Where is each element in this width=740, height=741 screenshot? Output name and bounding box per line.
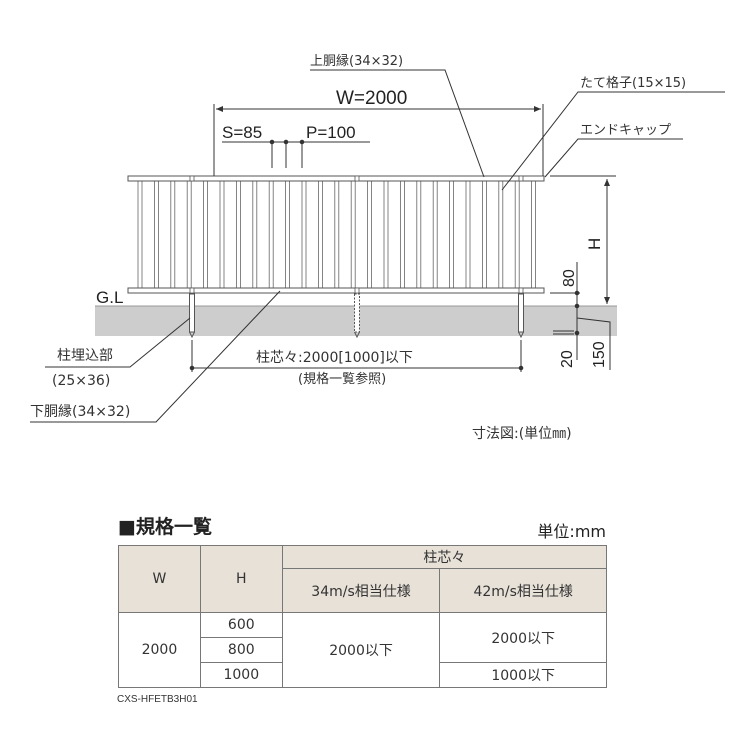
baluster [514,180,520,289]
cell-34ms: 2000以下 [281,612,441,688]
header-post-pitch: 柱芯々 [281,545,608,569]
spec-title: ■規格一覧 [118,516,212,538]
baluster [219,180,225,289]
post-embed-size: (25×36) [52,373,110,389]
baluster [432,180,438,289]
post [189,175,195,339]
balusters [137,180,536,289]
baluster [416,180,422,289]
cell-42ms: 2000以下 [439,612,607,663]
baluster [367,180,373,289]
baluster [186,180,192,289]
spacing-markers [222,139,370,168]
baluster [383,180,389,289]
post-pitch-label: 柱芯々:2000[1000]以下 [256,350,413,366]
bottom-rail-label: 下胴縁(34×32) [30,404,130,420]
spec-table: W H 柱芯々 34m/s相当仕様 42m/s相当仕様 2000 600 200… [118,545,608,688]
baluster [399,180,405,289]
dim-80: 80 [561,269,578,287]
cell-42ms: 1000以下 [439,662,607,688]
product-code: CXS-HFETB3H01 [117,694,198,705]
cell-h: 600 [199,612,283,638]
header-h: H [199,545,283,613]
baluster [170,180,176,289]
fence-dimension-drawing: W=2000 S=85 P=100 上胴縁(34×32) たて格子(15×15)… [30,53,725,442]
baluster [481,180,487,289]
post-embed-label: 柱埋込部 [57,348,113,364]
baluster [317,180,323,289]
baluster [268,180,274,289]
spec-unit: 単位:mm [537,522,606,541]
baluster-label: たて格子(15×15) [580,75,686,91]
baluster [137,180,143,289]
baluster [301,180,307,289]
top-rail-label: 上胴縁(34×32) [310,53,403,69]
header-42ms: 42m/s相当仕様 [439,568,607,613]
baluster [334,180,340,289]
spacing-label: S=85 [222,123,262,142]
dim-150: 150 [591,341,608,368]
baluster [465,180,471,289]
posts [189,175,524,339]
post [518,175,524,339]
baluster [350,180,356,289]
width-label: W=2000 [336,88,407,109]
height-dimension [550,175,616,370]
baluster [449,180,455,289]
top-rail [127,175,545,182]
baluster [153,180,159,289]
post-pitch-dimension [189,340,524,372]
post-pitch-ref: (規格一覧参照) [298,371,386,387]
header-w: W [118,545,201,613]
cell-h: 1000 [199,662,283,688]
cell-h: 800 [199,637,283,663]
cell-w: 2000 [118,612,201,688]
pitch-label: P=100 [306,123,356,142]
baluster [498,180,504,289]
width-dimension [213,104,544,176]
baluster [531,180,536,289]
end-cap-label: エンドキャップ [580,123,671,138]
baluster [252,180,258,289]
drawing-caption: 寸法図:(単位㎜) [472,426,572,442]
bottom-rail [127,287,545,294]
baluster [235,180,241,289]
header-34ms: 34m/s相当仕様 [281,568,441,613]
baluster [285,180,291,289]
dim-20: 20 [559,350,576,368]
post [354,175,360,339]
height-label: H [585,238,604,250]
baluster [203,180,209,289]
ground-level-label: G.L [96,288,123,307]
